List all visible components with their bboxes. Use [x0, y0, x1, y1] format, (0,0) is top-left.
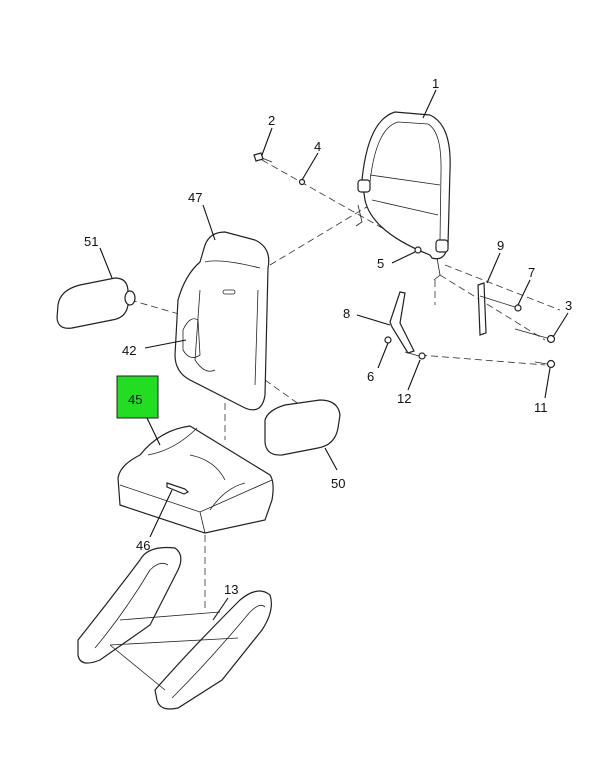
callout-4[interactable]: 4 — [314, 139, 321, 154]
callout-12[interactable]: 12 — [397, 391, 411, 406]
part-lever-bracket[interactable] — [389, 291, 415, 354]
assembly-line — [439, 274, 546, 341]
part-handle[interactable] — [166, 482, 190, 495]
part-armrest-right[interactable] — [264, 399, 341, 456]
callout-5[interactable]: 5 — [377, 256, 384, 271]
part-bolt[interactable] — [514, 328, 556, 344]
callout-2[interactable]: 2 — [268, 113, 275, 128]
assembly-line — [444, 264, 561, 311]
callout-11[interactable]: 11 — [534, 400, 548, 415]
part-seat-cushion[interactable] — [117, 425, 274, 534]
callout-51[interactable]: 51 — [84, 234, 98, 249]
part-screw[interactable] — [253, 152, 273, 163]
part-nut[interactable] — [414, 246, 422, 254]
callout-42[interactable]: 42 — [122, 343, 136, 358]
callout-13[interactable]: 13 — [224, 582, 238, 597]
callout-6[interactable]: 6 — [367, 369, 374, 384]
part-bolt[interactable] — [404, 351, 426, 360]
callout-7[interactable]: 7 — [528, 265, 535, 280]
callout-50[interactable]: 50 — [331, 476, 345, 491]
part-bolt[interactable] — [479, 295, 522, 312]
part-nut[interactable] — [384, 336, 392, 344]
assembly-line — [264, 379, 301, 406]
callout-1[interactable]: 1 — [432, 76, 439, 91]
callout-9[interactable]: 9 — [497, 238, 504, 253]
part-bracket[interactable] — [477, 282, 487, 336]
callout-3[interactable]: 3 — [565, 298, 572, 313]
part-armrest-left[interactable] — [56, 277, 136, 329]
callout-46[interactable]: 46 — [136, 538, 150, 553]
callout-45[interactable]: 45 — [128, 392, 142, 407]
highlight-box[interactable] — [116, 375, 159, 419]
part-washer[interactable] — [298, 178, 306, 186]
part-seat-frame-back[interactable] — [355, 111, 451, 281]
part-seat-base-frame[interactable] — [77, 546, 272, 710]
callout-47[interactable]: 47 — [188, 190, 202, 205]
part-bolt[interactable] — [534, 359, 556, 369]
callout-8[interactable]: 8 — [343, 306, 350, 321]
part-seat-back-cushion[interactable] — [174, 231, 270, 411]
assembly-line — [269, 204, 371, 266]
assembly-line — [419, 354, 546, 366]
